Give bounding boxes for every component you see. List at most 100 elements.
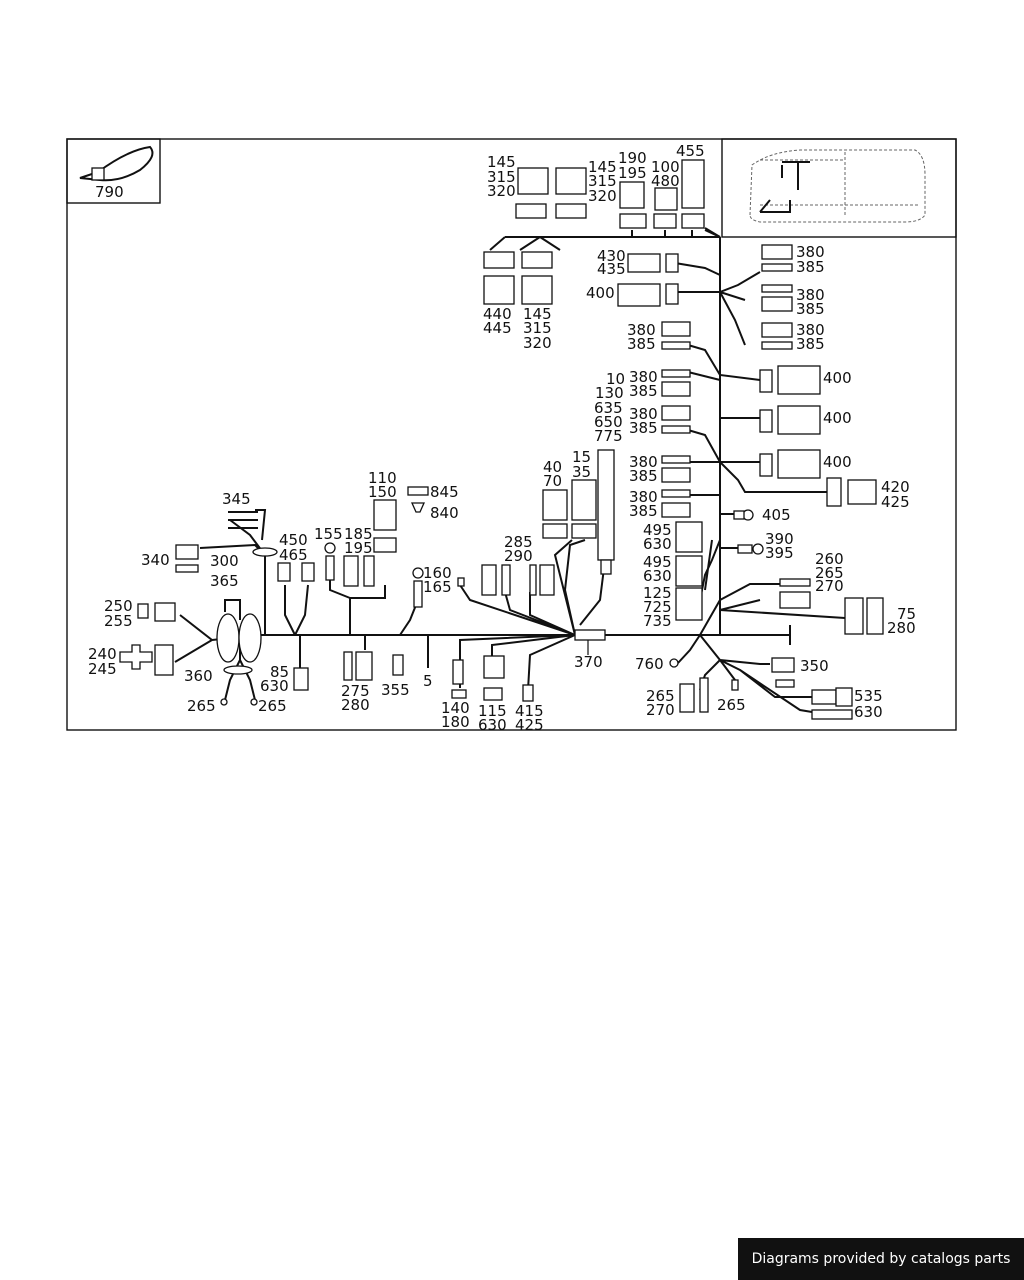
label-315-c: 315: [523, 319, 552, 337]
socket-400-d: [759, 453, 773, 477]
label-405: 405: [762, 506, 791, 524]
connector-380-f: [661, 405, 691, 421]
label-395: 395: [765, 544, 794, 562]
label-320-b: 320: [588, 187, 617, 205]
label-380-f: 380: [629, 405, 658, 423]
label-370: 370: [574, 653, 603, 671]
connector-380-h: [661, 489, 691, 498]
label-630-e: 630: [854, 703, 883, 721]
label-400-c: 400: [823, 409, 852, 427]
label-275: 275: [341, 682, 370, 700]
module-115: [483, 687, 503, 701]
connector-385-g: [661, 467, 691, 483]
connector-385-e: [661, 381, 691, 397]
cable-tie-icon: [79, 145, 154, 182]
socket-440: [483, 251, 515, 269]
label-535: 535: [854, 687, 883, 705]
connector-465: [301, 562, 315, 582]
cable-tie-part-number: 790: [95, 183, 124, 201]
grommet-360: [223, 665, 253, 675]
relay-190: [619, 181, 645, 209]
label-285: 285: [504, 533, 533, 551]
label-380-a: 380: [796, 243, 825, 261]
lamp-140: [451, 689, 467, 699]
label-380-b: 380: [796, 286, 825, 304]
socket-190: [619, 213, 647, 229]
label-85: 85: [270, 663, 289, 681]
label-385-d: 385: [627, 335, 656, 353]
connector-350: [771, 657, 795, 673]
label-145-c: 145: [523, 305, 552, 323]
terminal-265-c: [250, 698, 258, 706]
relay-40: [542, 489, 568, 521]
label-35: 35: [572, 463, 591, 481]
socket-430: [665, 253, 679, 273]
connector-380-d: [661, 321, 691, 337]
part-number-labels: 145 315 320 145 315 320 190 195 100 480 …: [88, 142, 916, 734]
label-110: 110: [368, 469, 397, 487]
connector-385-d: [661, 341, 691, 350]
label-180: 180: [441, 713, 470, 731]
connector-380-g: [661, 455, 691, 464]
connector-385-h: [661, 502, 691, 518]
label-255: 255: [104, 612, 133, 630]
connector-290: [539, 564, 555, 596]
relay-100: [654, 187, 678, 211]
label-185: 185: [344, 525, 373, 543]
grommet-365-a: [216, 613, 240, 663]
label-360: 360: [184, 667, 213, 685]
connector-535: [811, 689, 837, 705]
relay-15: [571, 479, 597, 521]
grommet-365-b: [238, 613, 262, 663]
label-775: 775: [594, 427, 623, 445]
connector-380-c: [761, 322, 793, 338]
label-250: 250: [104, 597, 133, 615]
label-150: 150: [368, 483, 397, 501]
label-140: 140: [441, 699, 470, 717]
label-320-c: 320: [523, 334, 552, 352]
relay-145-c: [521, 275, 553, 305]
socket-400-c: [759, 409, 773, 433]
label-760: 760: [635, 655, 664, 673]
label-265-d: 265: [646, 687, 675, 705]
label-455: 455: [676, 142, 705, 160]
label-195-b: 195: [344, 539, 373, 557]
connector-370: [574, 629, 606, 641]
block-400-b: [777, 365, 821, 395]
connector-380-b: [761, 284, 793, 293]
connector-75: [866, 597, 884, 635]
fuse-block-455: [681, 159, 705, 209]
connector-shapes: [119, 159, 884, 720]
connector-385-a: [761, 263, 793, 272]
label-280-a: 280: [887, 619, 916, 637]
label-115: 115: [478, 702, 507, 720]
label-495-b: 495: [643, 553, 672, 571]
label-390: 390: [765, 530, 794, 548]
label-265-a: 265: [815, 564, 844, 582]
label-425-a: 425: [881, 493, 910, 511]
relay-110: [373, 499, 397, 531]
relay-420: [847, 479, 877, 505]
label-5: 5: [423, 672, 433, 690]
label-425-b: 425: [515, 716, 544, 734]
terminal-265-e: [731, 679, 739, 691]
label-300: 300: [210, 552, 239, 570]
label-465: 465: [279, 546, 308, 564]
fuse-400-a: [617, 283, 661, 307]
fuse-strip-plug: [600, 559, 612, 575]
connector-340: [175, 544, 199, 560]
label-385-c: 385: [796, 335, 825, 353]
label-630-d: 630: [478, 716, 507, 734]
socket-145-b: [555, 203, 587, 219]
label-320-a: 320: [487, 182, 516, 200]
label-75: 75: [897, 605, 916, 623]
socket-145-a: [515, 203, 547, 219]
relay-440: [483, 275, 515, 305]
fuse-430: [627, 253, 661, 273]
label-650: 650: [594, 413, 623, 431]
terminal-390: [752, 543, 764, 555]
label-160: 160: [423, 564, 452, 582]
connector-85: [293, 667, 309, 691]
connector-260: [779, 578, 811, 587]
